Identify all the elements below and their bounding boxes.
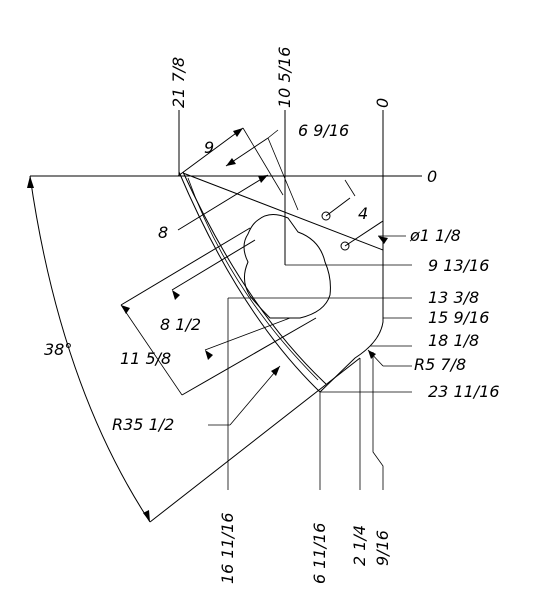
dim-9-ext [242, 127, 284, 196]
dim-9-arrow [233, 128, 243, 137]
label-10-5-16: 10 5/16 [275, 47, 294, 108]
dim-8-1-2-arrow [172, 290, 180, 300]
label-zero-vertical: 0 [373, 98, 392, 108]
r5-arrow [368, 350, 376, 359]
dim-8-1-2-ext [204, 317, 291, 351]
ext-9-16 [372, 352, 384, 490]
part-edge-2 [187, 177, 319, 381]
r35-arrow [271, 366, 280, 376]
hole-dia-arrow [378, 236, 388, 244]
dim-6-9-16-leader [267, 129, 279, 139]
angle-arrow-top [27, 176, 34, 188]
dim-4-b [344, 220, 384, 247]
label-4: 4 [358, 204, 368, 223]
label-hole-dia: ø1 1/8 [409, 226, 461, 245]
angle-ray [149, 357, 361, 523]
label-2-1-4: 2 1/4 [350, 525, 369, 566]
label-9: 9 [204, 138, 214, 157]
dim-8 [177, 174, 269, 231]
hole-upper [321, 211, 331, 221]
r35-leader-b [229, 365, 281, 426]
part-inner-edge [182, 171, 327, 385]
angle-arc [29, 175, 151, 523]
dim-8-1-2 [171, 239, 256, 291]
dim-4-ext [344, 179, 356, 197]
label-23-11-16: 23 11/16 [428, 382, 500, 401]
dim-6-9-16-arrow [226, 158, 236, 166]
label-8: 8 [158, 223, 168, 242]
label-8-1-2: 8 1/2 [160, 315, 201, 334]
label-9-13-16: 9 13/16 [428, 256, 489, 275]
dim-11-5-8-ext [120, 304, 183, 396]
dim-11-5-8 [120, 227, 251, 306]
geometry-lines [27, 110, 422, 523]
label-15-9-16: 15 9/16 [428, 308, 489, 327]
label-9-16: 9/16 [373, 530, 392, 566]
dim-11-5-8-arrow [121, 305, 130, 314]
dim-11-5-8-b [181, 317, 317, 396]
label-13-3-8: 13 3/8 [428, 288, 479, 307]
label-18-1-8: 18 1/8 [428, 331, 479, 350]
angle-arrow-bottom [143, 510, 150, 522]
hole-lower [340, 241, 350, 251]
label-r35-1-2: R35 1/2 [112, 415, 174, 434]
label-angle-38: 38° [44, 340, 72, 359]
break-line [243, 214, 331, 319]
part-outer-edge [178, 171, 321, 393]
dim-4 [325, 197, 351, 217]
dim-6-9-16-ext [267, 137, 299, 211]
label-16-11-16: 16 11/16 [218, 512, 237, 584]
label-6-11-16: 6 11/16 [310, 523, 329, 584]
label-zero: 0 [427, 167, 437, 186]
part-right-edge [182, 172, 384, 393]
dim-11-5-8-b-arrow [205, 350, 213, 360]
dimension-labels: 0 6 9/16 9 4 ø1 1/8 8 9 13/16 13 3/8 8 1… [44, 47, 500, 584]
dim-9 [177, 127, 244, 177]
label-21-7-8: 21 7/8 [169, 57, 188, 108]
dim-8-arrow [258, 175, 268, 183]
label-6-9-16: 6 9/16 [298, 121, 349, 140]
label-r5-7-8: R5 7/8 [414, 355, 466, 374]
label-11-5-8: 11 5/8 [120, 349, 171, 368]
